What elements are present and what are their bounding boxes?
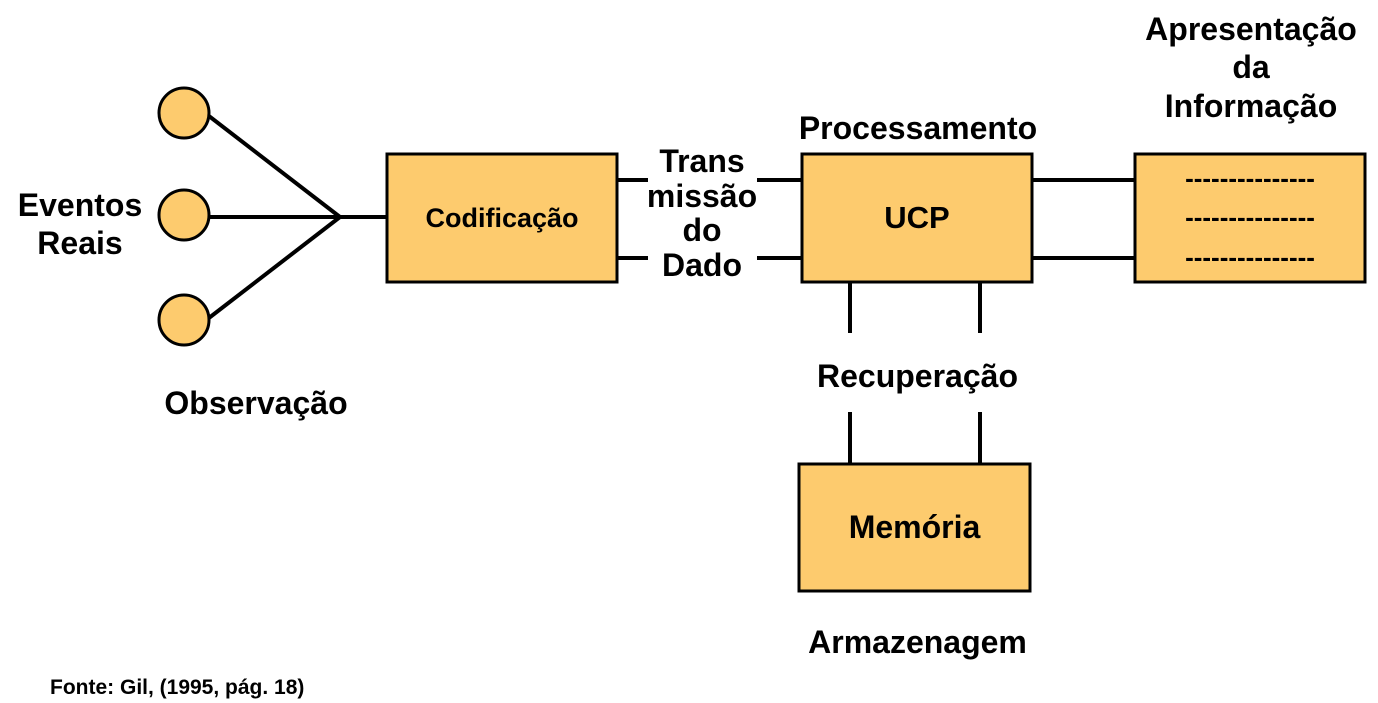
apresentacao-label: Apresentação da Informação xyxy=(1126,10,1376,125)
edge-event3-junction xyxy=(203,215,342,323)
informacao-text: Informação xyxy=(1164,87,1338,124)
display-box xyxy=(1133,152,1367,284)
transmissao-label: Trans missão do Dado xyxy=(640,144,764,282)
armazenagem-label: Armazenagem xyxy=(808,624,1027,660)
ucp-label: UCP xyxy=(884,200,950,235)
process-boxes xyxy=(385,152,1367,593)
memoria-label: Memória xyxy=(848,509,981,545)
observacao-label: Observação xyxy=(164,385,348,421)
edge-event1-junction xyxy=(203,111,342,219)
codificacao-box xyxy=(385,152,619,284)
display-line-1: --------------- xyxy=(1185,163,1315,194)
display-content: --------------- --------------- --------… xyxy=(1135,154,1365,282)
display-line-3: --------------- xyxy=(1185,241,1315,272)
memoria-box xyxy=(797,462,1032,593)
trans-text: Trans xyxy=(659,143,745,179)
missao-text: missão xyxy=(646,177,758,214)
event-circle-3 xyxy=(157,293,211,347)
event-circle-1 xyxy=(157,86,211,140)
ucp-box xyxy=(800,152,1034,284)
dado-text: Dado xyxy=(662,246,742,283)
event-circles xyxy=(157,86,211,347)
apresentacao-text: Apresentação xyxy=(1145,11,1357,47)
recuperacao-label: Recuperação xyxy=(817,358,1018,394)
do-text: do xyxy=(682,212,722,249)
connectors xyxy=(203,111,1135,464)
reais-text: Reais xyxy=(37,225,123,262)
source-caption: Fonte: Gil, (1995, pág. 18) xyxy=(50,676,305,699)
display-line-2: --------------- xyxy=(1185,202,1315,233)
event-circle-2 xyxy=(157,188,211,242)
eventos-text: Eventos xyxy=(17,187,143,223)
da-text: da xyxy=(1232,49,1270,86)
eventos-reais-label: Eventos Reais xyxy=(6,186,154,263)
processamento-label: Processamento xyxy=(798,110,1038,146)
codificacao-label: Codificação xyxy=(425,202,579,233)
